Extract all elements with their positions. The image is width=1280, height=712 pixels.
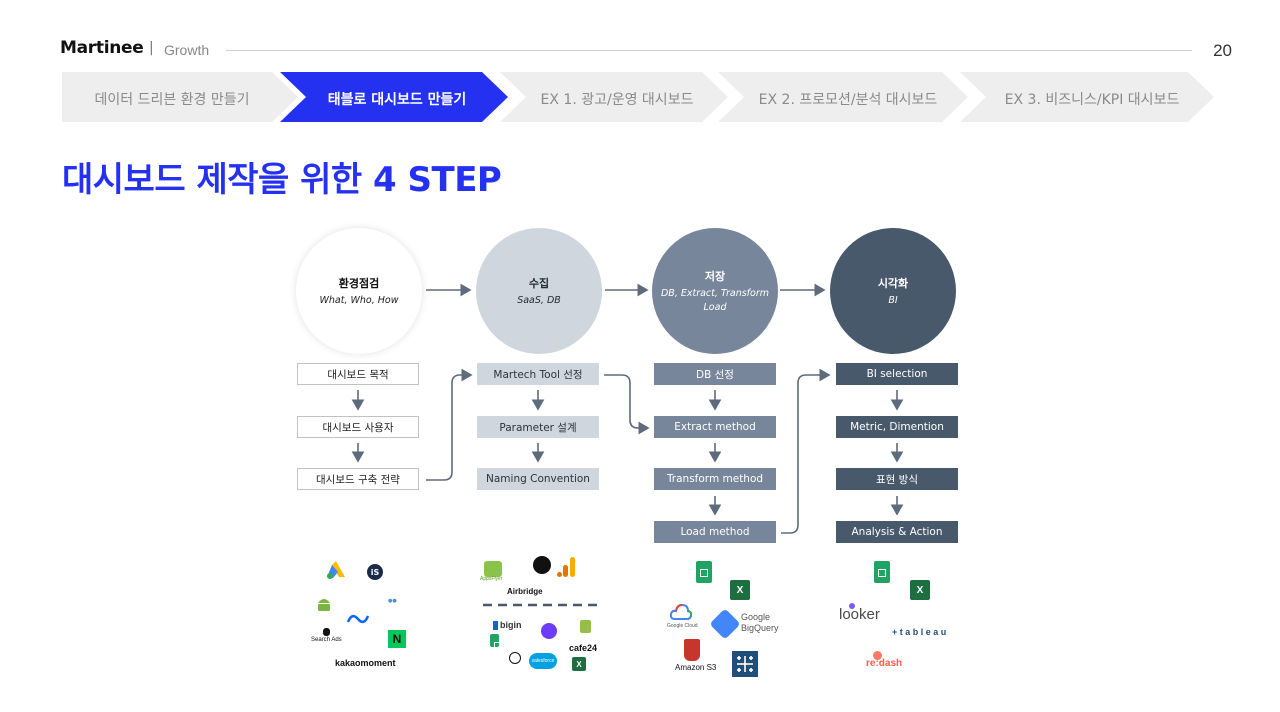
- shopify-icon: [580, 620, 591, 633]
- small-partner-icon: ●●: [388, 598, 397, 604]
- cafe24-logo: cafe24: [569, 643, 598, 653]
- step-subtitle: BI: [888, 294, 898, 306]
- redash-logo: re:dash: [866, 658, 903, 669]
- breadcrumb-step-3: [500, 72, 728, 122]
- step-item: Analysis & Action: [836, 521, 958, 543]
- page-number: 20: [1213, 41, 1232, 60]
- step-item: Martech Tool 선정: [477, 363, 599, 385]
- amazon-s3-logo: Amazon S3: [675, 663, 717, 672]
- threads-icon: [509, 652, 521, 664]
- step-item: Extract method: [654, 416, 776, 438]
- step-title: 환경점검: [338, 276, 380, 290]
- breadcrumb-step-2: [280, 72, 508, 122]
- step-item: 표현 방식: [836, 468, 958, 490]
- bigin-icon: [493, 621, 498, 630]
- meta-icon: [346, 614, 370, 624]
- tableau-logo: + t a b l e a u: [892, 627, 947, 637]
- bigquery-logo-line1: Google: [741, 612, 771, 622]
- step-item: DB 선정: [654, 363, 776, 385]
- airbridge-icon: [533, 556, 551, 574]
- bigin-logo: bigin: [500, 620, 522, 630]
- channeltalk-icon: [541, 623, 557, 639]
- excel-icon: X: [910, 580, 930, 600]
- step-subtitle: SaaS, DB: [517, 294, 561, 306]
- excel-icon: X: [730, 580, 750, 600]
- salesforce-logo: salesforce: [529, 653, 557, 669]
- apple-icon: [323, 628, 330, 636]
- brand-separator: |: [149, 40, 154, 56]
- step-subtitle: What, Who, How: [319, 294, 399, 306]
- bigquery-logo-line2: BigQuery: [741, 623, 779, 633]
- step-circle-collect: 수집 SaaS, DB: [476, 228, 602, 354]
- appsflyer-logo: AppsFlyer: [480, 576, 503, 582]
- header-divider: [226, 50, 1192, 51]
- amazon-s3-icon: [684, 639, 700, 661]
- page-title: 대시보드 제작을 위한 4 STEP: [62, 160, 502, 200]
- looker-logo: looker: [839, 606, 880, 623]
- breadcrumb-label-2[interactable]: 태블로 대시보드 만들기: [327, 92, 467, 108]
- google-sheets-icon: [696, 561, 712, 583]
- looker-dot-icon: [849, 603, 855, 609]
- redash-icon: [873, 651, 882, 660]
- search-ads-logo: Search Ads: [311, 637, 342, 643]
- step-title: 수집: [528, 276, 550, 290]
- appsflyer-icon: [484, 561, 502, 577]
- breadcrumb: [62, 72, 1214, 122]
- step-circle-visualize: 시각화 BI: [830, 228, 956, 354]
- step-item: 대시보드 사용자: [297, 416, 419, 438]
- google-cloud-icon: [670, 603, 692, 620]
- breadcrumb-label-1[interactable]: 데이터 드리븐 환경 만들기: [94, 92, 250, 108]
- step-title: 시각화: [877, 276, 909, 290]
- google-sheets-icon: [874, 561, 890, 583]
- step-title: 저장: [704, 269, 726, 283]
- naver-icon: N: [388, 630, 406, 648]
- step-item: Naming Convention: [477, 468, 599, 490]
- step-item: 대시보드 목적: [297, 363, 419, 385]
- google-ads-icon: [327, 561, 345, 579]
- step-item: BI selection: [836, 363, 958, 385]
- breadcrumb-step-4: [718, 72, 968, 122]
- step-circle-environment: 환경점검 What, Who, How: [296, 228, 422, 354]
- step-item: Metric, Dimention: [836, 416, 958, 438]
- google-cloud-logo: Google Cloud: [667, 623, 698, 629]
- step-item: Transform method: [654, 468, 776, 490]
- android-icon: [318, 599, 330, 611]
- step-item: Load method: [654, 521, 776, 543]
- excel-icon: X: [572, 657, 586, 671]
- breadcrumb-step-1: [62, 72, 298, 122]
- step-circle-store: 저장 DB, Extract, Transform Load: [652, 228, 778, 354]
- breadcrumb-label-3[interactable]: EX 1. 광고/운영 대시보드: [540, 92, 694, 108]
- section-name: Growth: [164, 42, 210, 58]
- step-item: Parameter 설계: [477, 416, 599, 438]
- step-item: 대시보드 구축 전략: [297, 468, 419, 490]
- breadcrumb-step-5: [960, 72, 1214, 122]
- airbridge-logo: Airbridge: [507, 587, 543, 596]
- step-subtitle: DB, Extract, Transform Load: [660, 287, 770, 313]
- breadcrumb-label-5[interactable]: EX 3. 비즈니스/KPI 대시보드: [1004, 92, 1180, 108]
- tableau-icon: [732, 651, 758, 677]
- brand-logo: Martinee: [60, 38, 144, 58]
- ironsource-icon: iS: [367, 564, 383, 580]
- breadcrumb-label-4[interactable]: EX 2. 프로모션/분석 대시보드: [758, 92, 938, 108]
- google-sheets-icon: [490, 634, 502, 650]
- google-analytics-icon: [557, 557, 575, 577]
- kakaomoment-logo: kakaomoment: [335, 658, 396, 668]
